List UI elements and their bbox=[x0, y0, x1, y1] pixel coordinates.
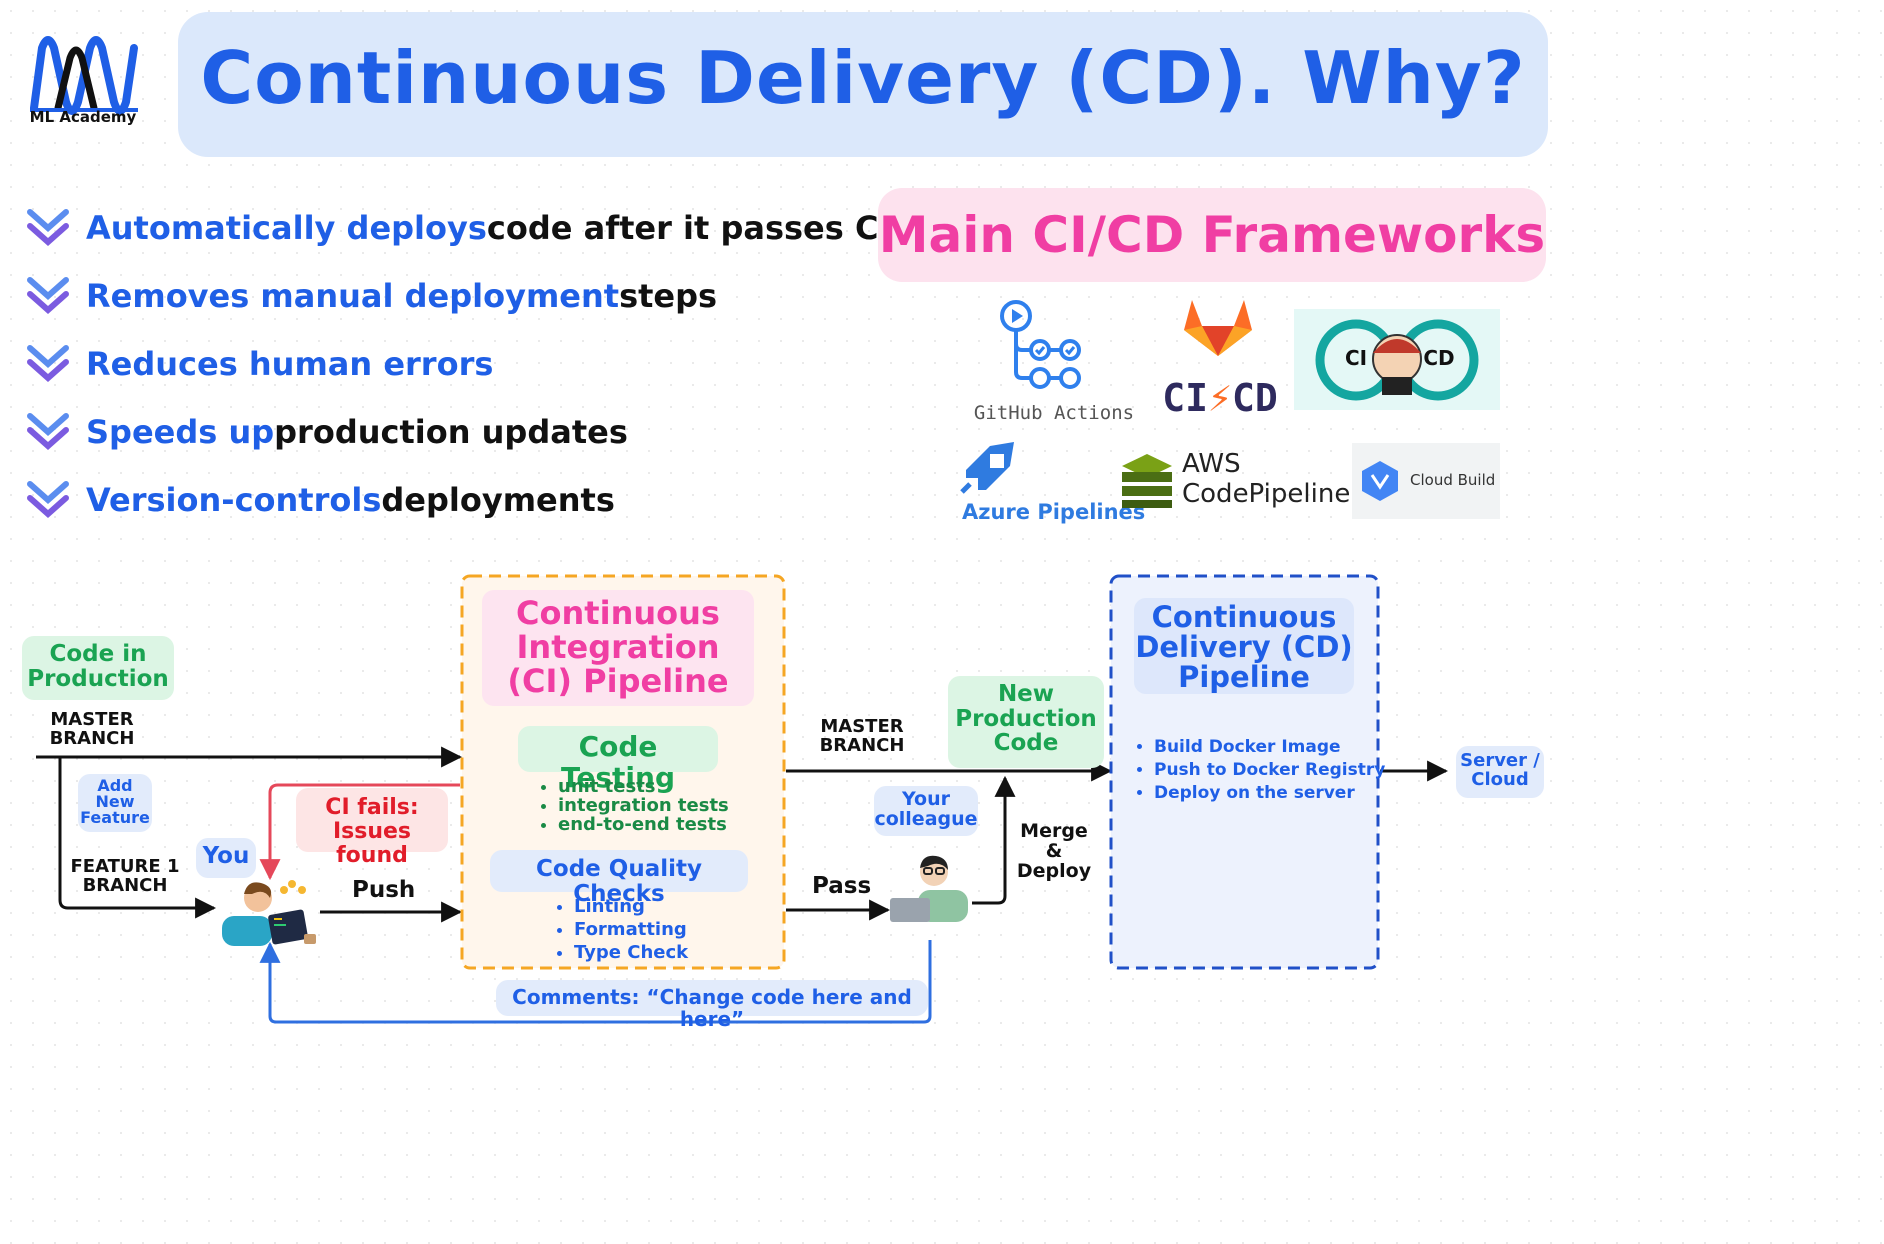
merge-deploy-label: Merge & Deploy bbox=[1016, 820, 1092, 882]
test-item: integration tests bbox=[558, 796, 729, 816]
ci-pipeline-title: Continuous Integration (CI) Pipeline bbox=[482, 590, 754, 706]
bullet-text: code after it passes CI bbox=[486, 209, 891, 247]
bullet-item: Removes manual deployment steps bbox=[24, 266, 717, 326]
frameworks-title: Main CI/CD Frameworks bbox=[878, 206, 1546, 264]
bullet-text: steps bbox=[619, 277, 718, 315]
azure-pipelines-label: Azure Pipelines bbox=[962, 500, 1146, 524]
aws-codepipeline-icon bbox=[1122, 454, 1172, 508]
tests-list: unit tests integration tests end-to-end … bbox=[540, 777, 729, 835]
double-chevron-down-icon bbox=[27, 209, 69, 247]
double-chevron-down-icon bbox=[27, 345, 69, 383]
bullet-item: Automatically deploys code after it pass… bbox=[24, 198, 890, 258]
cloud-build-icon bbox=[1362, 461, 1398, 501]
ci-fails-badge: CI fails: Issues found bbox=[296, 788, 448, 868]
gitlab-fox-icon bbox=[1184, 300, 1252, 356]
azure-pipelines-icon bbox=[960, 442, 1014, 494]
feature-branch-label: FEATURE 1 BRANCH bbox=[70, 856, 180, 896]
aws-label-line1: AWS bbox=[1182, 449, 1241, 479]
cd-step-item: Push to Docker Registry bbox=[1154, 759, 1385, 782]
gitlab-cd-text: CD bbox=[1232, 376, 1278, 420]
frameworks-banner bbox=[878, 188, 1546, 282]
github-actions-label: GitHub Actions bbox=[973, 402, 1135, 424]
bullet-highlight: Reduces human errors bbox=[86, 345, 494, 383]
bullet-highlight: Removes manual deployment bbox=[86, 277, 620, 315]
developer-illustration bbox=[222, 880, 316, 946]
bullet-item: Version-controls deployments bbox=[24, 470, 615, 530]
cd-pipeline-title: Continuous Delivery (CD) Pipeline bbox=[1134, 598, 1354, 695]
cloud-build-logo: Cloud Build bbox=[1352, 443, 1500, 519]
gitlab-cicd-wordmark: CI⚡CD bbox=[1158, 375, 1282, 421]
double-chevron-down-icon bbox=[27, 481, 69, 519]
code-in-production-label: Code in Production bbox=[22, 636, 174, 700]
bullet-highlight: Automatically deploys bbox=[86, 209, 487, 247]
bullet-highlight: Version-controls bbox=[86, 481, 382, 519]
push-label: Push bbox=[352, 877, 416, 903]
master-branch-left-label: MASTER BRANCH bbox=[49, 709, 135, 749]
double-chevron-down-icon bbox=[27, 413, 69, 451]
github-actions-icon bbox=[1000, 300, 1081, 389]
cd-step-item: Build Docker Image bbox=[1154, 736, 1385, 759]
ml-academy-logo bbox=[30, 36, 138, 115]
jenkins-cicd-logo: CI CD bbox=[1294, 309, 1500, 410]
bullet-highlight: Speeds up bbox=[86, 413, 275, 451]
colleague-illustration bbox=[890, 855, 968, 922]
cd-step-item: Deploy on the server bbox=[1154, 782, 1385, 805]
quality-item: Type Check bbox=[574, 942, 688, 965]
aws-label-line2: CodePipeline bbox=[1182, 478, 1351, 509]
new-production-code-label: New Production Code bbox=[948, 676, 1104, 768]
bullet-item: Reduces human errors bbox=[24, 334, 493, 394]
issues-found-text: Issues found bbox=[332, 819, 412, 869]
jenkins-ci-text: CI bbox=[1344, 346, 1368, 370]
lightning-icon: ⚡ bbox=[1207, 375, 1233, 421]
gitlab-ci-text: CI bbox=[1162, 376, 1208, 420]
quality-item: Formatting bbox=[574, 919, 688, 942]
page-title: Continuous Delivery (CD). Why? bbox=[200, 36, 1526, 120]
double-chevron-down-icon bbox=[27, 277, 69, 315]
pass-label: Pass bbox=[812, 873, 872, 899]
comments-label: Comments: “Change code here and here” bbox=[496, 980, 928, 1030]
quality-list: Linting Formatting Type Check bbox=[556, 896, 688, 965]
logo-caption: ML Academy bbox=[29, 108, 137, 126]
cd-steps-list: Build Docker Image Push to Docker Regist… bbox=[1136, 736, 1385, 805]
test-item: end-to-end tests bbox=[558, 815, 729, 835]
bullet-text: deployments bbox=[381, 481, 615, 519]
code-quality-title: Code Quality Checks bbox=[490, 850, 748, 907]
aws-codepipeline-label: AWS CodePipeline bbox=[1182, 449, 1351, 510]
jenkins-cd-text: CD bbox=[1423, 346, 1455, 370]
bullet-text: production updates bbox=[274, 413, 628, 451]
add-new-feature-label: Add New Feature bbox=[78, 774, 152, 832]
quality-item: Linting bbox=[574, 896, 688, 919]
code-testing-title: Code Testing bbox=[518, 726, 718, 793]
bullet-item: Speeds up production updates bbox=[24, 402, 628, 462]
your-colleague-label: Your colleague bbox=[874, 786, 978, 836]
server-cloud-label: Server / Cloud bbox=[1456, 746, 1544, 798]
cloud-build-label: Cloud Build bbox=[1410, 471, 1496, 489]
master-branch-right-label: MASTER BRANCH bbox=[819, 716, 905, 756]
test-item: unit tests bbox=[558, 777, 729, 797]
you-label: You bbox=[196, 838, 256, 878]
ci-fails-text: CI fails: bbox=[325, 795, 419, 820]
jenkins-infinity-icon bbox=[1315, 319, 1479, 401]
title-banner bbox=[178, 12, 1548, 157]
